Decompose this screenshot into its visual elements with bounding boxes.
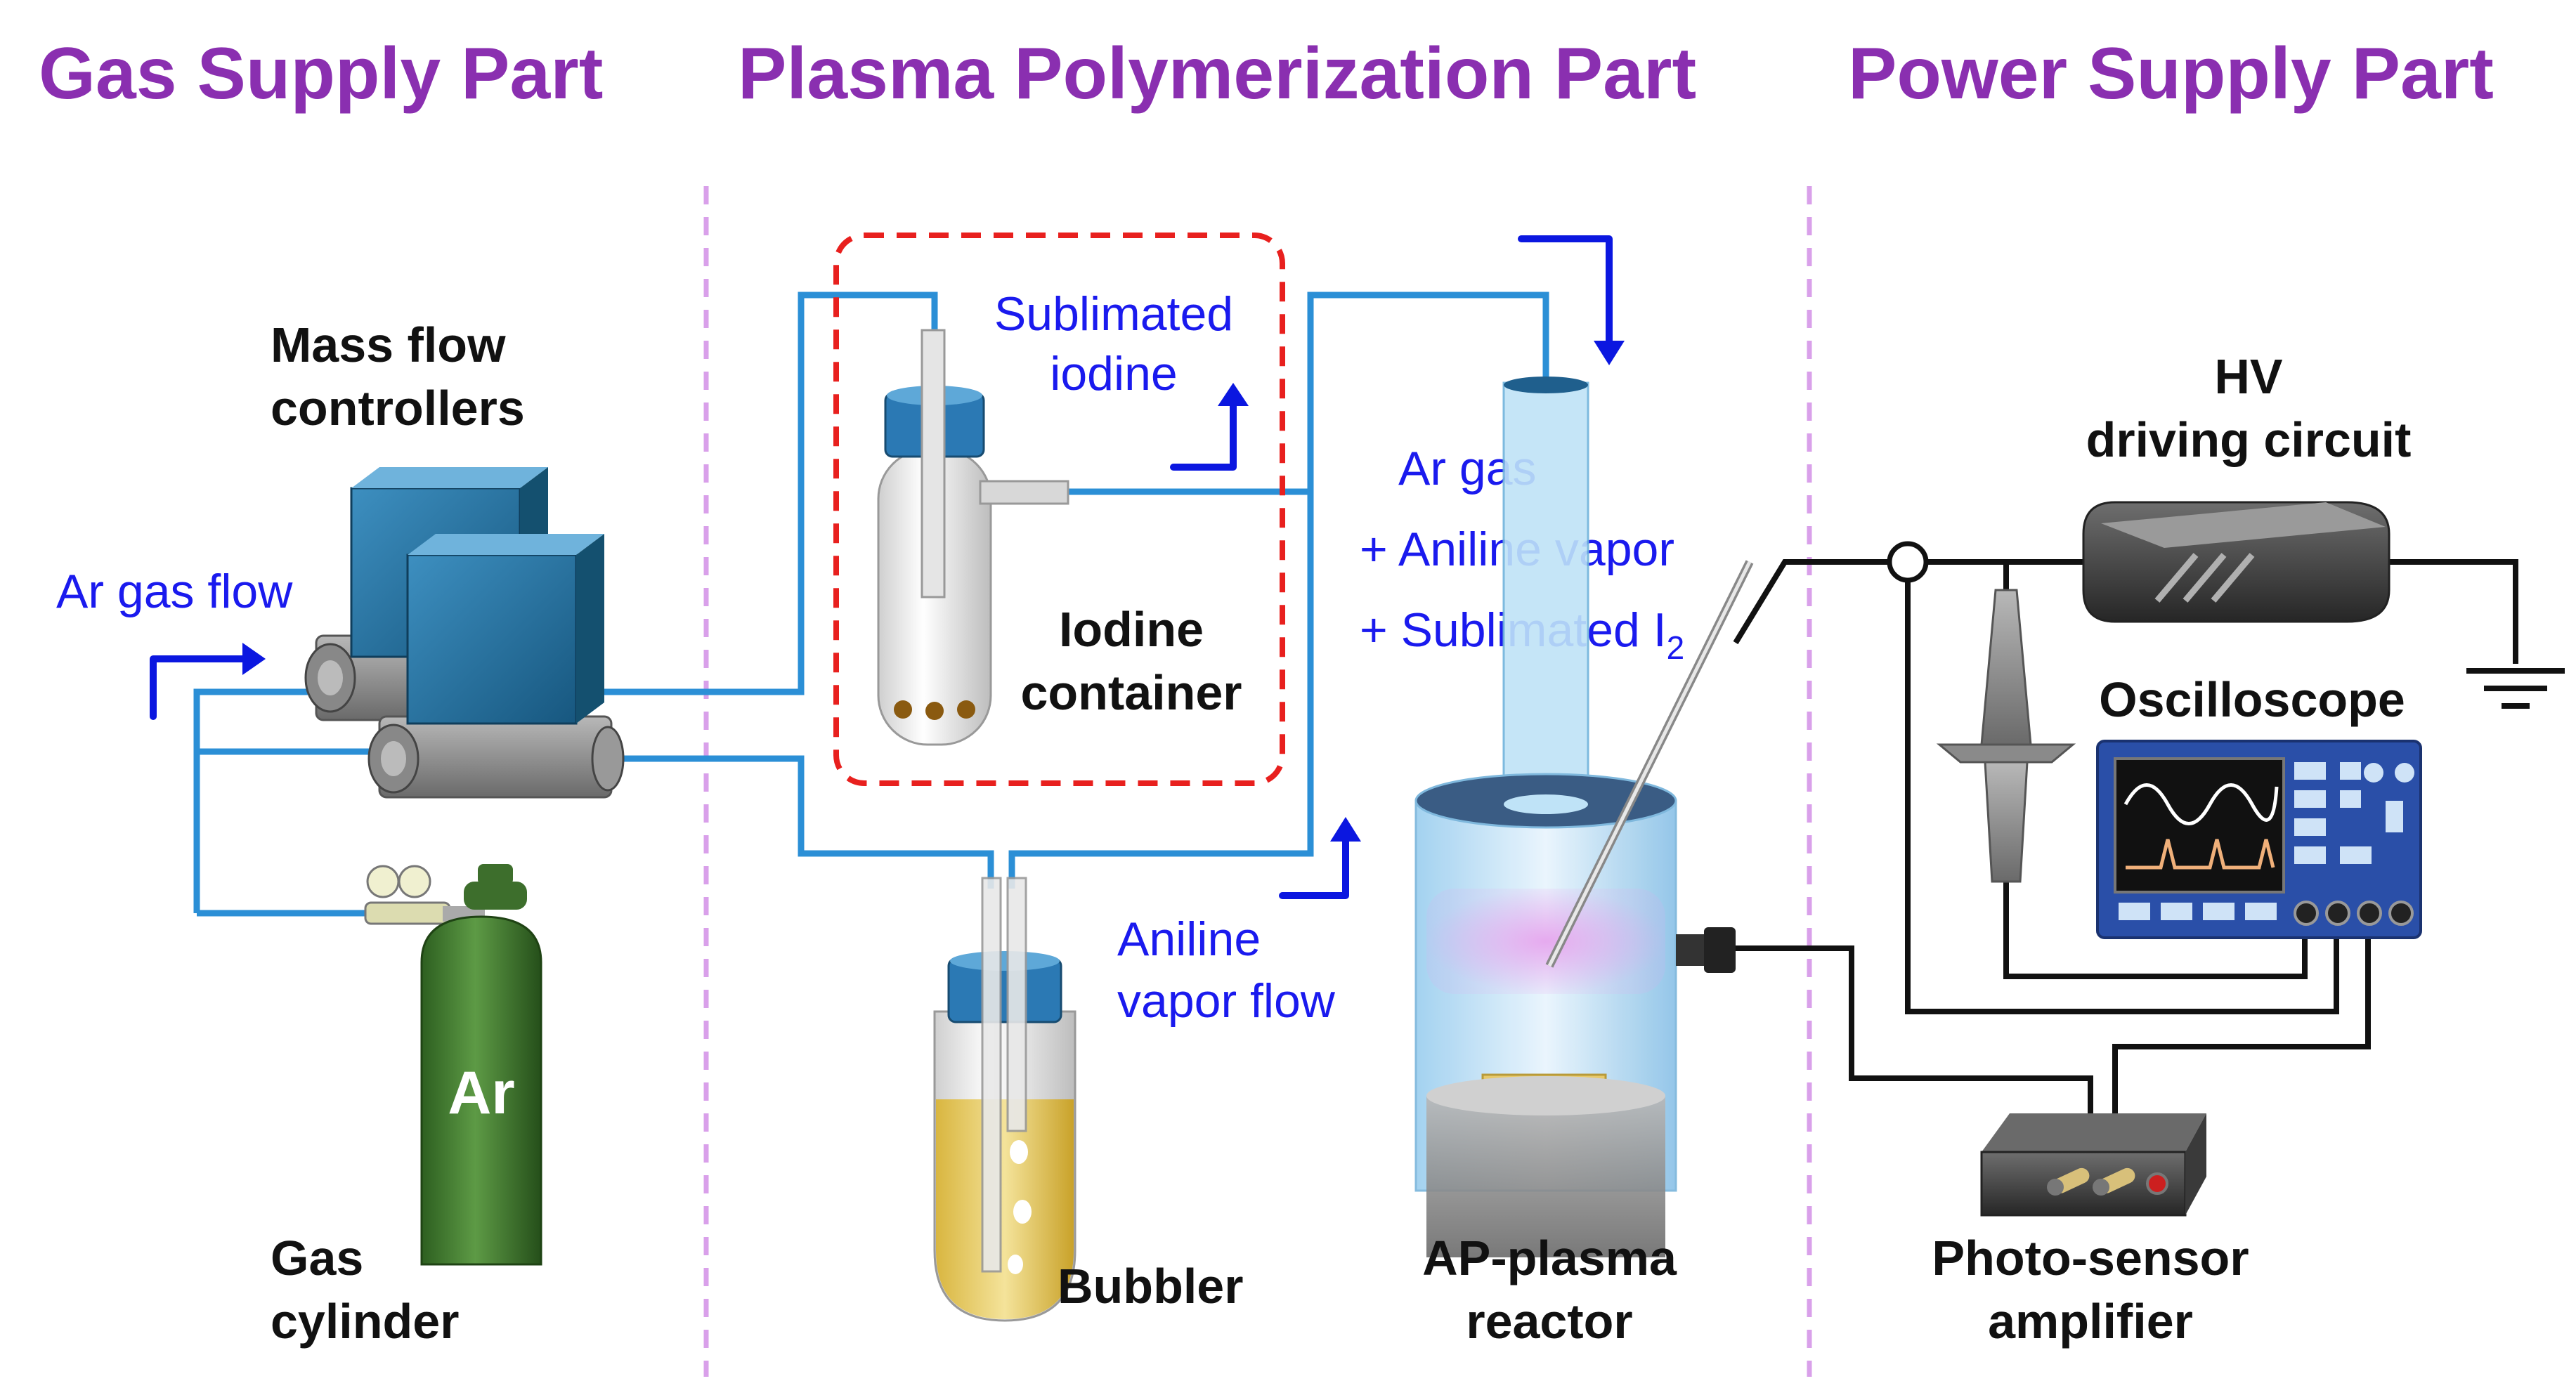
ar-gas-flow-label: Ar gas flow: [56, 565, 293, 618]
gas-cylinder-label-line2: cylinder: [271, 1294, 459, 1349]
gas-pipes: [193, 292, 1549, 917]
reactor-label-line2: reactor: [1466, 1294, 1632, 1349]
gas-mixture-label-subscript: 2: [1667, 629, 1685, 666]
mass-flow-controller-icon: [304, 467, 625, 799]
iodine-container-icon: [877, 329, 1069, 746]
iodine-container-box: [833, 233, 1285, 786]
aniline-vapor-flow-arrow: [1279, 817, 1361, 899]
gas-cylinder-ar-label: Ar: [448, 1059, 515, 1127]
aniline-vapor-flow-label-line1: Aniline: [1117, 912, 1261, 966]
sublimated-iodine-label-line2: iodine: [1050, 347, 1178, 400]
oscilloscope-label: Oscilloscope: [2099, 672, 2405, 727]
gas-cylinder-label-line1: Gas: [271, 1231, 363, 1285]
ar-gas-flow-arrow: [150, 643, 266, 720]
iodine-container-label-line1: Iodine: [1059, 602, 1204, 657]
photo-sensor-label-line1: Photo-sensor: [1932, 1231, 2249, 1285]
ground-icon: [2466, 668, 2565, 709]
plasma-reactor-icon: [1414, 377, 1754, 1257]
sublimated-iodine-arrow: [1170, 383, 1249, 471]
bubbler-icon: [933, 877, 1076, 1322]
bubbler-label: Bubbler: [1058, 1259, 1243, 1314]
current-probe-icon: [1887, 541, 1929, 583]
section-title-gas-supply: Gas Supply Part: [39, 33, 603, 114]
reactor-label-line1: AP-plasma: [1422, 1231, 1677, 1285]
aniline-vapor-flow-label-line2: vapor flow: [1117, 974, 1336, 1028]
electrical-wires: [1733, 559, 2518, 1113]
sublimated-iodine-label-line1: Sublimated: [994, 287, 1233, 341]
hv-circuit-label-line1: HV: [2214, 349, 2283, 404]
mass-flow-controllers-label-line2: controllers: [271, 381, 525, 436]
section-title-power-supply: Power Supply Part: [1848, 33, 2494, 114]
section-title-plasma-polymerization: Plasma Polymerization Part: [738, 33, 1696, 114]
gas-cylinder-icon: [364, 864, 542, 1266]
hv-probe-icon: [1936, 589, 2076, 883]
photo-sensor-amplifier-icon: [1980, 1113, 2206, 1217]
hv-circuit-label-line2: driving circuit: [2086, 412, 2412, 467]
hv-driving-circuit-icon: [2082, 501, 2390, 623]
gas-inlet-arrow: [1518, 235, 1625, 365]
photo-sensor-label-line2: amplifier: [1988, 1294, 2193, 1349]
iodine-container-label-line2: container: [1020, 665, 1242, 720]
mass-flow-controllers-label-line1: Mass flow: [271, 318, 506, 372]
oscilloscope-icon: [2096, 740, 2422, 939]
photo-sensor-connector-icon: [1676, 927, 1736, 973]
